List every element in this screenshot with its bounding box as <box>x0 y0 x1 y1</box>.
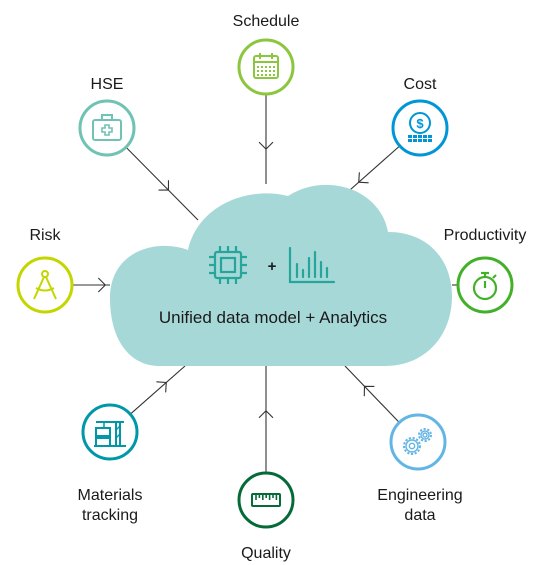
arrowhead-engineering <box>363 385 375 397</box>
node-risk: Risk <box>16 227 74 314</box>
bar-chart-icon <box>288 246 336 284</box>
node-label-engineering: data <box>404 507 435 524</box>
central-cloud: + Unified data model + Analytics <box>110 184 452 366</box>
connector-materials <box>129 365 186 415</box>
node-circle-engineering <box>389 413 447 471</box>
dollar-coins-icon: $ <box>408 112 432 142</box>
node-label-cost: Cost <box>404 76 437 93</box>
node-label-productivity: Productivity <box>444 227 527 244</box>
node-label-engineering: Engineering <box>377 487 462 504</box>
node-hse: HSE <box>78 76 136 157</box>
node-circle-cost <box>391 99 449 157</box>
node-circle-hse <box>78 99 136 157</box>
node-productivity: Productivity <box>444 227 527 314</box>
crane-icon <box>94 421 126 447</box>
node-engineering: Engineering data <box>377 413 463 524</box>
node-schedule: Schedule <box>233 13 300 96</box>
node-quality: Quality <box>237 471 295 562</box>
stopwatch-icon <box>472 271 498 301</box>
node-circle-quality <box>237 471 295 529</box>
cloud-shape <box>110 184 452 366</box>
node-label-risk: Risk <box>29 227 61 244</box>
arrowhead-quality <box>258 409 274 419</box>
node-label-materials: Materials <box>78 487 143 504</box>
node-label-schedule: Schedule <box>233 13 300 30</box>
node-label-materials: tracking <box>82 507 138 524</box>
compass-icon <box>33 270 57 300</box>
node-materials: Materials tracking <box>78 403 143 524</box>
svg-text:$: $ <box>416 116 424 131</box>
first-aid-kit-icon <box>92 114 122 141</box>
node-circle-risk <box>16 256 74 314</box>
node-label-hse: HSE <box>91 76 124 93</box>
connector-engineering <box>344 365 400 423</box>
arrowhead-hse <box>158 180 170 191</box>
node-cost: $ Cost <box>391 76 449 157</box>
center-label: Unified data model + Analytics <box>159 308 387 327</box>
calendar-icon <box>253 53 279 79</box>
gears-icon <box>403 428 432 455</box>
arrowhead-schedule <box>258 141 274 150</box>
arrowhead-materials <box>156 381 167 393</box>
plus-sign: + <box>268 258 277 275</box>
node-label-quality: Quality <box>241 545 291 562</box>
connector-hse <box>125 146 199 221</box>
arrowhead-cost <box>358 172 369 184</box>
arrowhead-risk <box>97 277 107 293</box>
processor-chip-icon <box>209 246 247 284</box>
ruler-icon <box>251 493 281 507</box>
